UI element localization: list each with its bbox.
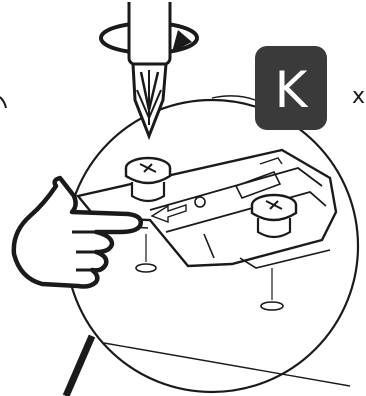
edge-tick bbox=[0, 97, 6, 108]
quantity-mark: x bbox=[352, 84, 365, 109]
part-badge-letter: K bbox=[275, 61, 309, 119]
part-badge: K bbox=[255, 46, 327, 130]
leader-line bbox=[66, 336, 92, 396]
